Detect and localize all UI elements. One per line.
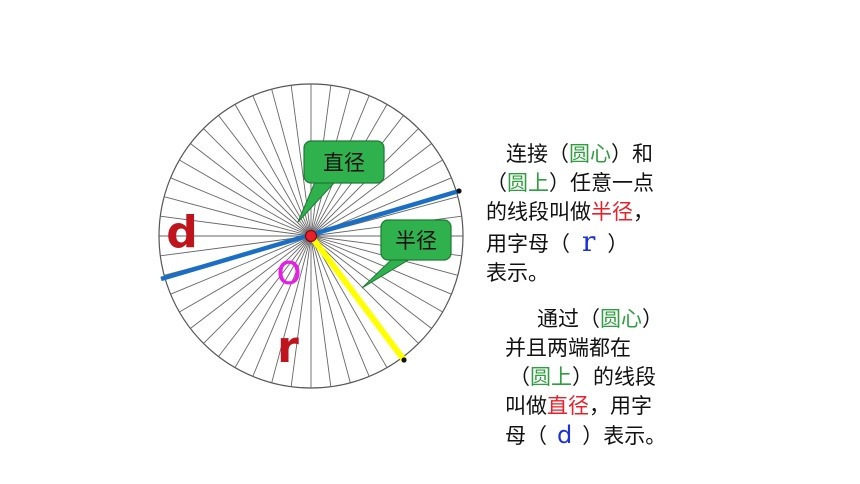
spoke xyxy=(252,235,312,377)
spoke xyxy=(179,235,312,313)
radius-endpoint xyxy=(401,357,407,363)
spoke xyxy=(160,235,312,257)
spoke xyxy=(310,159,443,237)
spoke xyxy=(310,235,452,295)
term-diameter: 直径 xyxy=(547,394,589,418)
spoke xyxy=(310,235,351,383)
spoke xyxy=(218,235,312,357)
diameter-definition: 通过（圆心） 并且两端都在 （圆上）的线段 叫做直径，用字 母（d）表示。 xyxy=(505,307,667,449)
label-r: r xyxy=(277,322,299,373)
spoke xyxy=(203,235,312,344)
letter-d: d xyxy=(557,421,573,449)
label-o: o xyxy=(276,245,302,294)
spoke xyxy=(310,235,332,387)
spoke xyxy=(290,235,312,387)
blank-circle-1: 圆上 xyxy=(507,171,549,195)
spoke xyxy=(218,115,312,237)
callout-radius: 半径 xyxy=(361,219,452,289)
diameter-endpoint xyxy=(456,188,462,194)
spoke xyxy=(310,235,419,344)
radius-line xyxy=(308,234,407,362)
center-point xyxy=(305,230,317,242)
blank-center-1: 圆心 xyxy=(569,142,611,166)
spoke xyxy=(170,235,312,295)
spoke xyxy=(234,104,312,237)
radius-definition: 连接（圆心）和 （圆上）任意一点 的线段叫做半径， 用字母（r） 表示。 xyxy=(486,142,654,285)
spoke xyxy=(203,128,312,237)
spoke xyxy=(252,95,312,237)
spoke xyxy=(179,159,312,237)
letter-r: r xyxy=(582,225,596,258)
spoke xyxy=(164,196,312,237)
spoke xyxy=(190,235,312,329)
spoke xyxy=(160,215,312,237)
spoke xyxy=(234,235,312,368)
callout-diameter-label: 直径 xyxy=(323,151,365,175)
spoke xyxy=(170,177,312,237)
term-radius: 半径 xyxy=(591,200,633,224)
blank-circle-2: 圆上 xyxy=(530,365,572,389)
spoke xyxy=(310,235,388,368)
spoke xyxy=(310,143,432,237)
callout-radius-label: 半径 xyxy=(395,229,437,253)
spoke xyxy=(271,235,312,383)
blank-center-2: 圆心 xyxy=(600,307,642,331)
spoke xyxy=(190,143,312,237)
spokes xyxy=(159,84,463,388)
callout-diameter: 直径 xyxy=(297,140,385,223)
label-d: d xyxy=(166,207,198,258)
spoke xyxy=(310,235,370,377)
